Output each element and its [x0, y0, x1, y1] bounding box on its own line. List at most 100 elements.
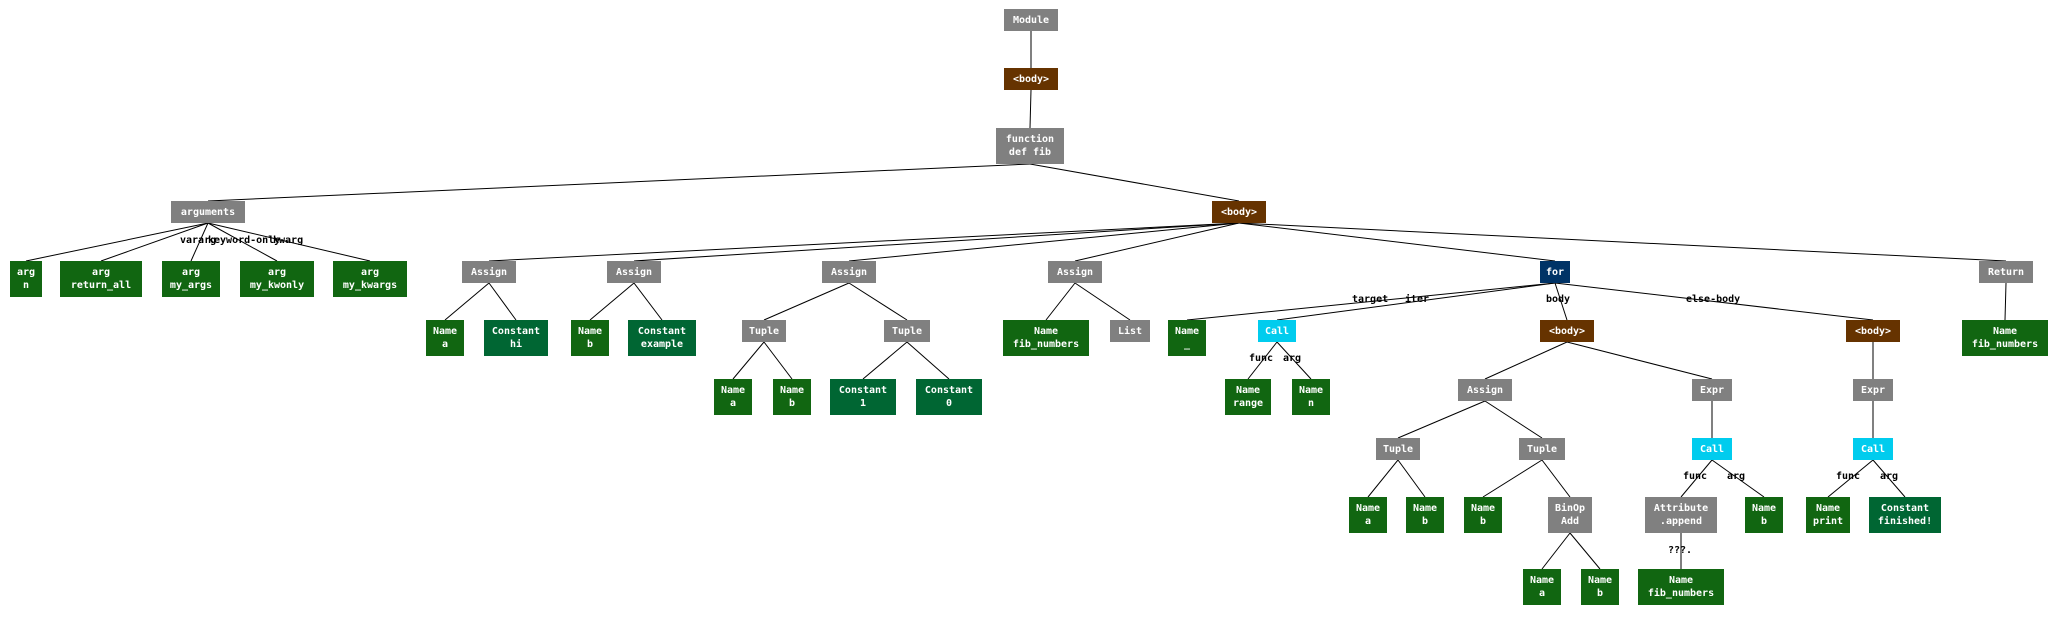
node-expr1: Expr — [1692, 379, 1732, 401]
node-type: Name — [1355, 503, 1381, 514]
node-type: Name — [1235, 385, 1261, 396]
node-type: Return — [1987, 266, 2025, 278]
node-type: Call — [1264, 325, 1290, 337]
node-value: my_kwonly — [249, 280, 305, 291]
node-type: Constant — [838, 385, 888, 396]
node-type: arg — [267, 267, 287, 278]
node-type: Tuple — [891, 325, 923, 337]
node-module: Module — [1004, 9, 1058, 31]
node-value: a — [1364, 516, 1372, 527]
edge-label-call1-name_range: func — [1249, 353, 1274, 364]
edge-assign2-const_example — [633, 282, 663, 321]
node-type: <body> — [1548, 325, 1586, 337]
node-type: Tuple — [1382, 443, 1414, 455]
edge-return1-name_fib3 — [2004, 282, 2007, 321]
node-type: Assign — [830, 266, 868, 278]
node-value: fib_numbers — [1971, 339, 2039, 350]
edge-for1-body4 — [1554, 282, 1874, 321]
node-type: <body> — [1854, 325, 1892, 337]
edge-label-for1-name_us: target — [1352, 294, 1389, 305]
node-name-a3: Name a — [1349, 497, 1387, 533]
node-type: arg — [181, 267, 201, 278]
node-body2: <body> — [1212, 201, 1266, 223]
node-type: Name — [1587, 575, 1613, 586]
node-tuple3: Tuple — [1376, 438, 1420, 460]
edge-tuple3-name_b3 — [1397, 459, 1426, 498]
edge-label-call1-name_n: arg — [1283, 353, 1302, 364]
node-tuple2: Tuple — [884, 320, 930, 342]
edge-tuple4-name_b4 — [1482, 459, 1543, 498]
edge-label-arguments-arg_my_kwargs: kwarg — [273, 235, 304, 246]
edge-body2-assign2 — [633, 222, 1240, 262]
edge-binop-name_a4 — [1541, 532, 1571, 570]
node-type: Constant — [491, 326, 541, 337]
node-body3: <body> — [1540, 320, 1594, 342]
edge-body3-expr1 — [1566, 341, 1713, 380]
node-value: 0 — [945, 398, 953, 409]
node-value: a — [729, 398, 737, 409]
node-name-a2: Name a — [714, 379, 752, 415]
edge-tuple2-const_0 — [906, 341, 950, 380]
edge-label-arguments-arg_my_args: vararg — [180, 235, 217, 246]
edge-arguments-arg_return_all — [100, 222, 209, 262]
edge-for1-name_us — [1186, 282, 1556, 321]
node-value: range — [1232, 398, 1264, 409]
node-for1: for — [1540, 261, 1570, 283]
node-assign4: Assign — [1048, 261, 1102, 283]
node-value: b — [788, 398, 796, 409]
node-value: Add — [1560, 516, 1580, 527]
node-type: Name — [720, 385, 746, 396]
node-type: Expr — [1860, 384, 1886, 396]
edge-body1-funcdef — [1029, 89, 1032, 129]
edge-tuple4-binop — [1541, 459, 1571, 498]
edge-call3-const_finished — [1872, 459, 1906, 498]
node-name-b4: Name b — [1464, 497, 1502, 533]
node-value: b — [1479, 516, 1487, 527]
node-type: Name — [1668, 575, 1694, 586]
edge-call2-name_b6 — [1711, 459, 1765, 498]
node-attr-append: Attribute.append — [1645, 497, 1717, 533]
node-type: arg — [360, 267, 380, 278]
edge-label-call3-name_print: func — [1836, 471, 1861, 482]
node-assign1: Assign — [462, 261, 516, 283]
edge-assign3-tuple1 — [763, 282, 850, 321]
edge-assign1-name_a1 — [444, 282, 490, 321]
edge-body2-assign4 — [1074, 222, 1240, 262]
node-type: Name — [1815, 503, 1841, 514]
edge-call1-name_n — [1276, 341, 1312, 380]
node-arguments: arguments — [171, 201, 245, 223]
node-value: b — [1421, 516, 1429, 527]
edge-for1-body3 — [1554, 282, 1568, 321]
node-call1: Call — [1258, 320, 1296, 342]
node-type: Constant — [924, 385, 974, 396]
node-type: Name — [1751, 503, 1777, 514]
node-name-range: Name range — [1225, 379, 1271, 415]
edge-label-arguments-arg_my_kwonly: keyword-only — [208, 235, 281, 246]
edge-tuple1-name_a2 — [732, 341, 765, 380]
node-type: <body> — [1012, 73, 1050, 85]
node-value: n — [1307, 398, 1315, 409]
node-list1: List — [1110, 320, 1150, 342]
node-type: Name — [1412, 503, 1438, 514]
node-type: Name — [1470, 503, 1496, 514]
edge-assign1-const_hi — [488, 282, 517, 321]
edge-body2-assign3 — [848, 222, 1240, 262]
edge-arguments-arg_my_kwonly — [207, 222, 278, 262]
edge-call2-attr_append — [1680, 459, 1713, 498]
node-arg-my-kwonly: arg my_kwonly — [240, 261, 314, 297]
node-assign3: Assign — [822, 261, 876, 283]
edge-body2-for1 — [1238, 222, 1556, 262]
edge-binop-name_b5 — [1569, 532, 1601, 570]
node-name-b3: Name b — [1406, 497, 1444, 533]
node-value: def fib — [1008, 147, 1052, 158]
node-type: Name — [1174, 326, 1200, 337]
